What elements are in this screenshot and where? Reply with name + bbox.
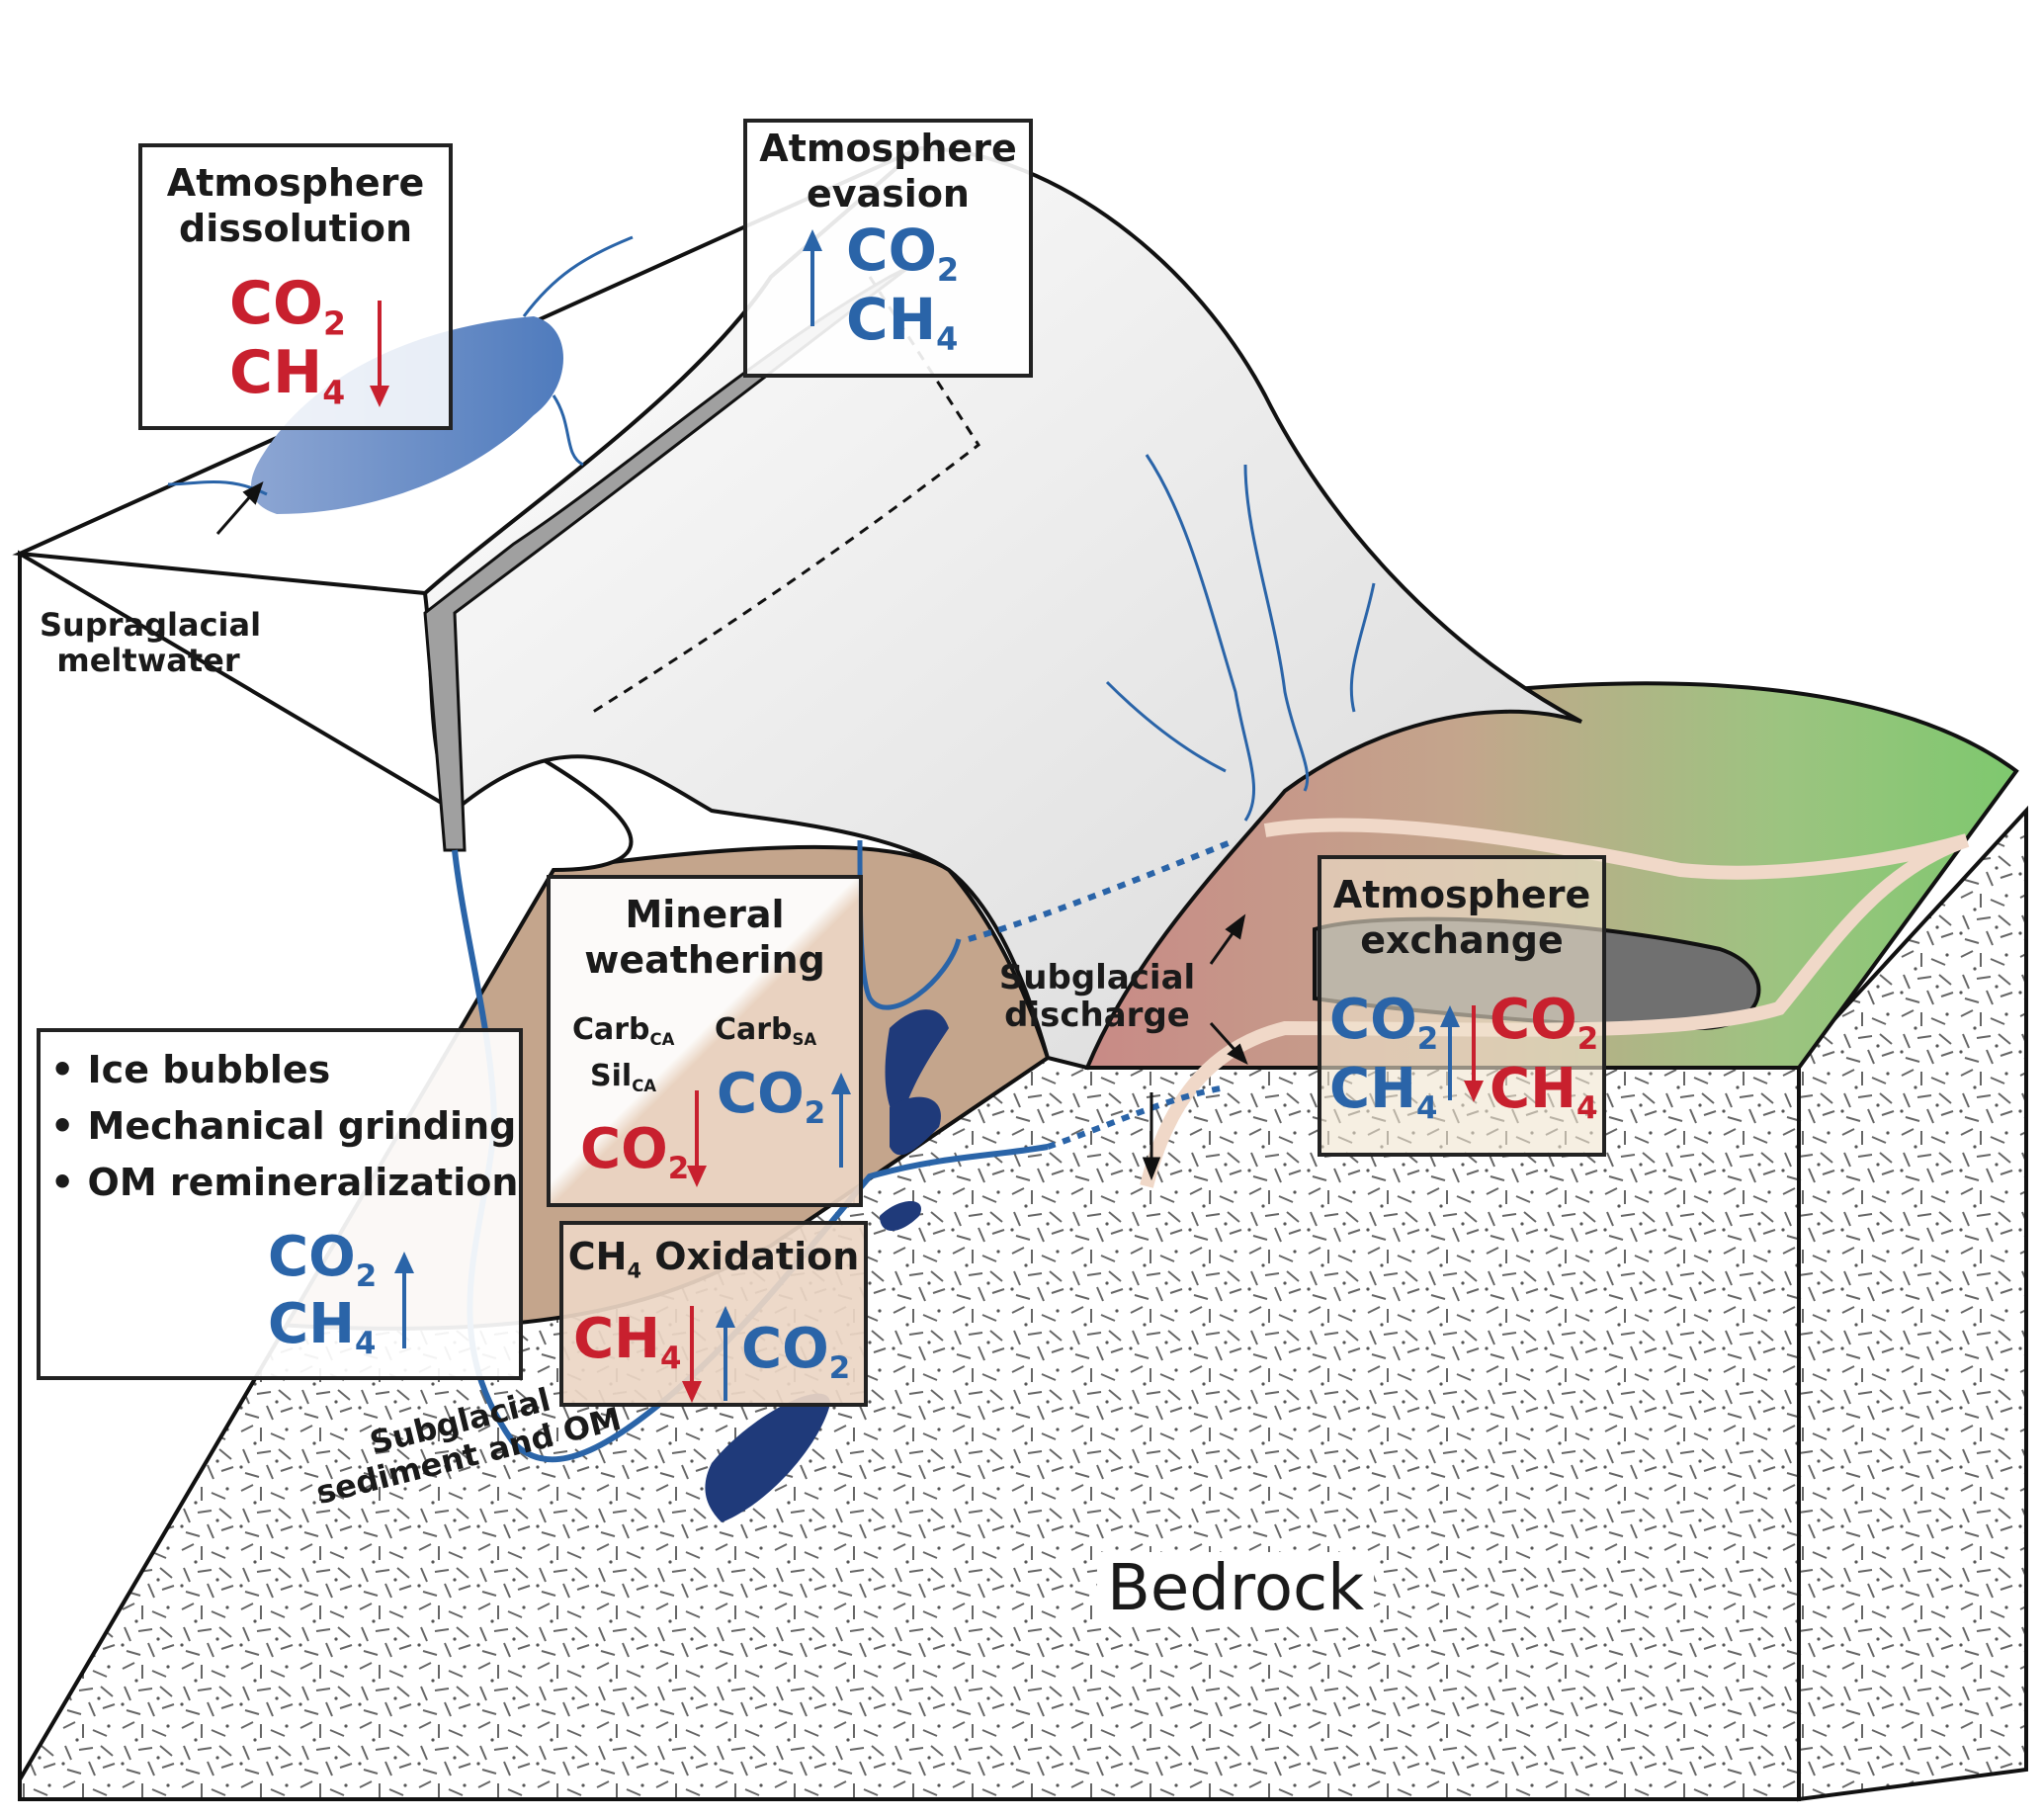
carb-ca-label: CarbCA — [572, 1012, 675, 1049]
down-arrow-icon — [1464, 1005, 1484, 1102]
process-item: • OM remineralization — [50, 1161, 519, 1204]
title-line1: Atmosphere — [759, 127, 1017, 170]
subglacial-discharge-label: Subglacial discharge — [998, 959, 1196, 1034]
title-line2: exchange — [1360, 917, 1564, 962]
down-arrow-icon — [687, 1090, 707, 1187]
down-arrow-icon — [682, 1306, 702, 1403]
ch4-uptake-label: CH4 — [1490, 1057, 1598, 1126]
label-line2: meltwater — [56, 641, 240, 679]
co2-label: CO2 — [846, 217, 960, 290]
atmosphere-dissolution-box: Atmosphere dissolution CO2 CH4 — [138, 143, 453, 430]
label-line1: Supraglacial — [40, 606, 262, 644]
ch4-label: CH4 — [229, 338, 346, 412]
carb-sa-label: CarbSA — [715, 1012, 817, 1049]
title-line2: weathering — [584, 937, 825, 982]
co2-release-label: CO2 — [741, 1317, 851, 1386]
bedrock-label: Bedrock — [1097, 1552, 1375, 1625]
title-line2: evasion — [807, 171, 970, 216]
sediment-lenses — [705, 1009, 949, 1522]
co2-label: CO2 — [229, 269, 347, 343]
supraglacial-meltwater-label: Supraglacial meltwater — [40, 607, 261, 679]
down-arrow-icon — [370, 301, 389, 407]
co2-label: CO2 — [268, 1225, 378, 1294]
ice-processes-box: • Ice bubbles • Mechanical grinding • OM… — [37, 1028, 523, 1380]
process-item: • Ice bubbles — [50, 1048, 331, 1091]
co2-release-label: CO2 — [1329, 988, 1439, 1057]
atmosphere-evasion-title: Atmosphere evasion — [747, 127, 1029, 217]
ch4-label: CH4 — [268, 1292, 377, 1361]
discharge-arrows — [215, 481, 1248, 1181]
title-line1: Atmosphere — [166, 161, 425, 205]
bedrock-side — [1797, 805, 2028, 1802]
ch4-label: CH4 — [846, 286, 959, 359]
atmosphere-evasion-box: Atmosphere evasion CO2 CH4 — [743, 119, 1033, 378]
process-list: • Ice bubbles • Mechanical grinding • OM… — [50, 1042, 519, 1211]
up-arrow-icon — [394, 1252, 414, 1348]
label-line1: Subglacial — [998, 958, 1196, 997]
mineral-weathering-title: Mineral weathering — [551, 893, 859, 983]
co2-uptake-label: CO2 — [580, 1117, 690, 1186]
up-arrow-icon — [803, 229, 822, 326]
mineral-weathering-box: Mineral weathering CarbCA SilCA CarbSA C… — [547, 875, 863, 1207]
sil-ca-label: SilCA — [590, 1059, 657, 1095]
up-arrow-icon — [831, 1073, 851, 1168]
co2-release-label: CO2 — [717, 1062, 826, 1131]
ch4-oxidation-title: CH4 Oxidation — [567, 1235, 860, 1283]
up-arrow-icon — [1440, 1005, 1460, 1100]
up-arrow-icon — [716, 1306, 735, 1401]
ch4-uptake-label: CH4 — [573, 1307, 682, 1376]
label-line2: discharge — [1004, 996, 1190, 1036]
atmosphere-exchange-box: Atmosphere exchange CO2 CH4 CO2 CH4 — [1318, 855, 1606, 1157]
dashed-outline — [592, 276, 981, 714]
title-line1: Mineral — [625, 893, 785, 936]
title-line1: Atmosphere — [1332, 873, 1591, 916]
ch4-oxidation-box: CH4 Oxidation CH4 CO2 — [559, 1221, 868, 1407]
title-line2: dissolution — [179, 206, 412, 250]
atmosphere-dissolution-title: Atmosphere dissolution — [142, 161, 449, 251]
co2-uptake-label: CO2 — [1490, 988, 1599, 1057]
process-item: • Mechanical grinding — [50, 1104, 517, 1148]
atmosphere-exchange-title: Atmosphere exchange — [1321, 873, 1602, 963]
ch4-release-label: CH4 — [1329, 1057, 1438, 1126]
